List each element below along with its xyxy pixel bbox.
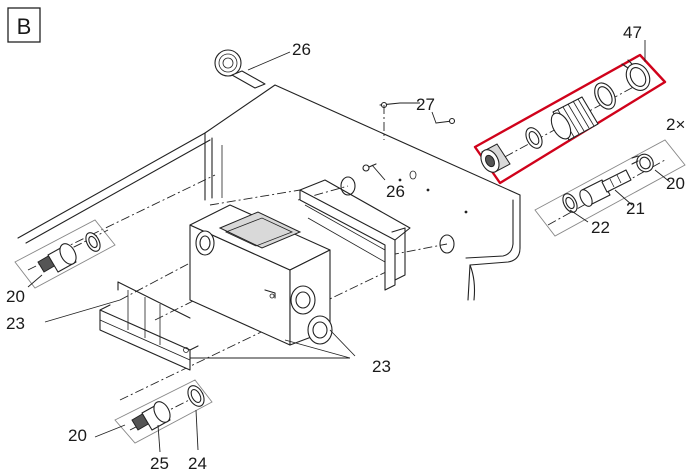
- screws-part: [379, 101, 456, 140]
- left-fitting-group: [14, 219, 116, 289]
- left-fitting-part: [37, 243, 77, 273]
- callout-23-right: 23: [372, 357, 391, 376]
- callout-20-bottom: 20: [68, 426, 87, 445]
- left-bracket-part: [99, 281, 199, 371]
- callout-21: 21: [626, 199, 645, 218]
- callout-22: 22: [591, 218, 610, 237]
- callout-20-right: 20: [666, 174, 685, 193]
- threaded-nut-part: [480, 143, 511, 173]
- callout-26-top: 26: [292, 40, 311, 59]
- callout-20-left: 20: [6, 287, 25, 306]
- fitting-group-2x: [534, 139, 686, 237]
- callout-labels: 26 47 27 2× 26 20 21 22 20 23 23 20 25 2…: [6, 23, 685, 473]
- callout-2x: 2×: [666, 115, 685, 134]
- section-label: B: [17, 14, 32, 39]
- callout-27: 27: [416, 95, 435, 114]
- bottom-fitting-part: [131, 401, 171, 431]
- section-label-box: B: [7, 7, 41, 43]
- small-clamp-part: [631, 153, 654, 173]
- corrugated-hose-part: [550, 96, 599, 141]
- hose-clamp-part: [621, 59, 651, 91]
- leader-lines: [27, 40, 671, 453]
- callout-47: 47: [623, 23, 642, 42]
- callout-24: 24: [188, 454, 207, 473]
- tape-roll-part: [214, 49, 266, 89]
- callout-23-left: 23: [6, 314, 25, 333]
- barbed-fitting-part: [579, 169, 632, 207]
- highlight-group-47: [473, 53, 667, 185]
- center-assembly: [59, 174, 448, 401]
- callout-26-mid: 26: [386, 182, 405, 201]
- bottom-fitting-group: [114, 379, 213, 444]
- callout-25: 25: [150, 454, 169, 473]
- housing-outline: [17, 84, 521, 301]
